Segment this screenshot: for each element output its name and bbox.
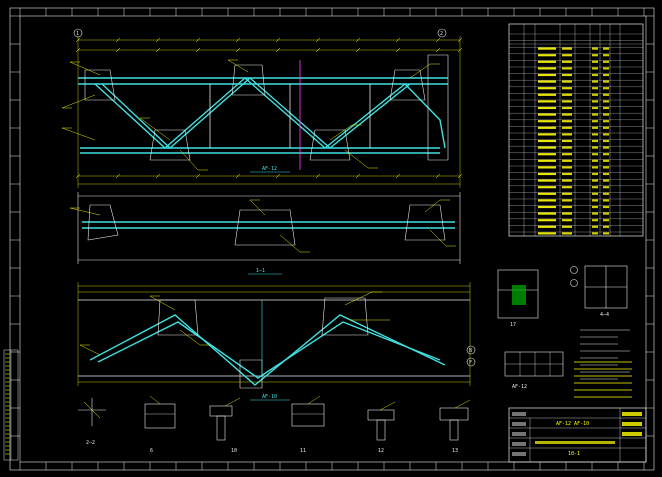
- detail-4-4[interactable]: 4—4: [570, 265, 628, 318]
- svg-text:B: B: [469, 348, 472, 354]
- grid-bubble-1: 1: [73, 28, 83, 38]
- frame-ruler-left: [10, 15, 20, 437]
- svg-text:13: 13: [452, 448, 458, 454]
- material-table[interactable]: [508, 23, 644, 237]
- grid-bubble-2: 2: [437, 28, 447, 38]
- detail-13[interactable]: 13: [439, 407, 469, 454]
- title-block-row-1: AF-12 AF-10: [556, 421, 589, 427]
- title-block[interactable]: AF-12 AF-10 10-1: [508, 407, 647, 463]
- svg-text:10: 10: [231, 448, 237, 454]
- title-block-row-3: 10-1: [568, 451, 580, 457]
- grid-bubble-b: B: [466, 345, 476, 355]
- svg-text:2: 2: [440, 31, 443, 37]
- svg-text:12: 12: [378, 448, 384, 454]
- elevation-1-title: AF-12: [262, 166, 277, 172]
- detail-small-beam[interactable]: AF-12: [504, 351, 564, 390]
- detail-12[interactable]: 12: [367, 409, 395, 454]
- truss-elevation-2[interactable]: AF-10: [77, 282, 471, 401]
- frame-ruler-right: [646, 15, 654, 437]
- elevation-2-title: AF-10: [262, 394, 277, 400]
- svg-text:1: 1: [76, 31, 79, 37]
- svg-text:6: 6: [150, 448, 153, 454]
- svg-text:11: 11: [300, 448, 306, 454]
- section-1-1[interactable]: 1—1: [69, 192, 461, 275]
- detail-2-2[interactable]: 2—2: [78, 398, 106, 446]
- svg-text:17: 17: [510, 322, 516, 328]
- detail-17[interactable]: 17: [497, 269, 539, 328]
- detail-10[interactable]: 10: [209, 405, 237, 454]
- section-1-1-title: 1—1: [256, 268, 265, 274]
- svg-text:AF-12: AF-12: [512, 384, 527, 390]
- truss-elevation-1[interactable]: AF-12: [61, 36, 463, 188]
- svg-text:4—4: 4—4: [600, 312, 609, 318]
- grid-bubble-f: F: [466, 357, 476, 367]
- binding-strip: [3, 349, 19, 461]
- svg-text:F: F: [469, 360, 472, 366]
- legend-notes: [574, 329, 632, 398]
- frame-ruler-top: [19, 8, 645, 16]
- svg-text:2—2: 2—2: [86, 440, 95, 446]
- frame-ruler-bottom: [19, 462, 645, 470]
